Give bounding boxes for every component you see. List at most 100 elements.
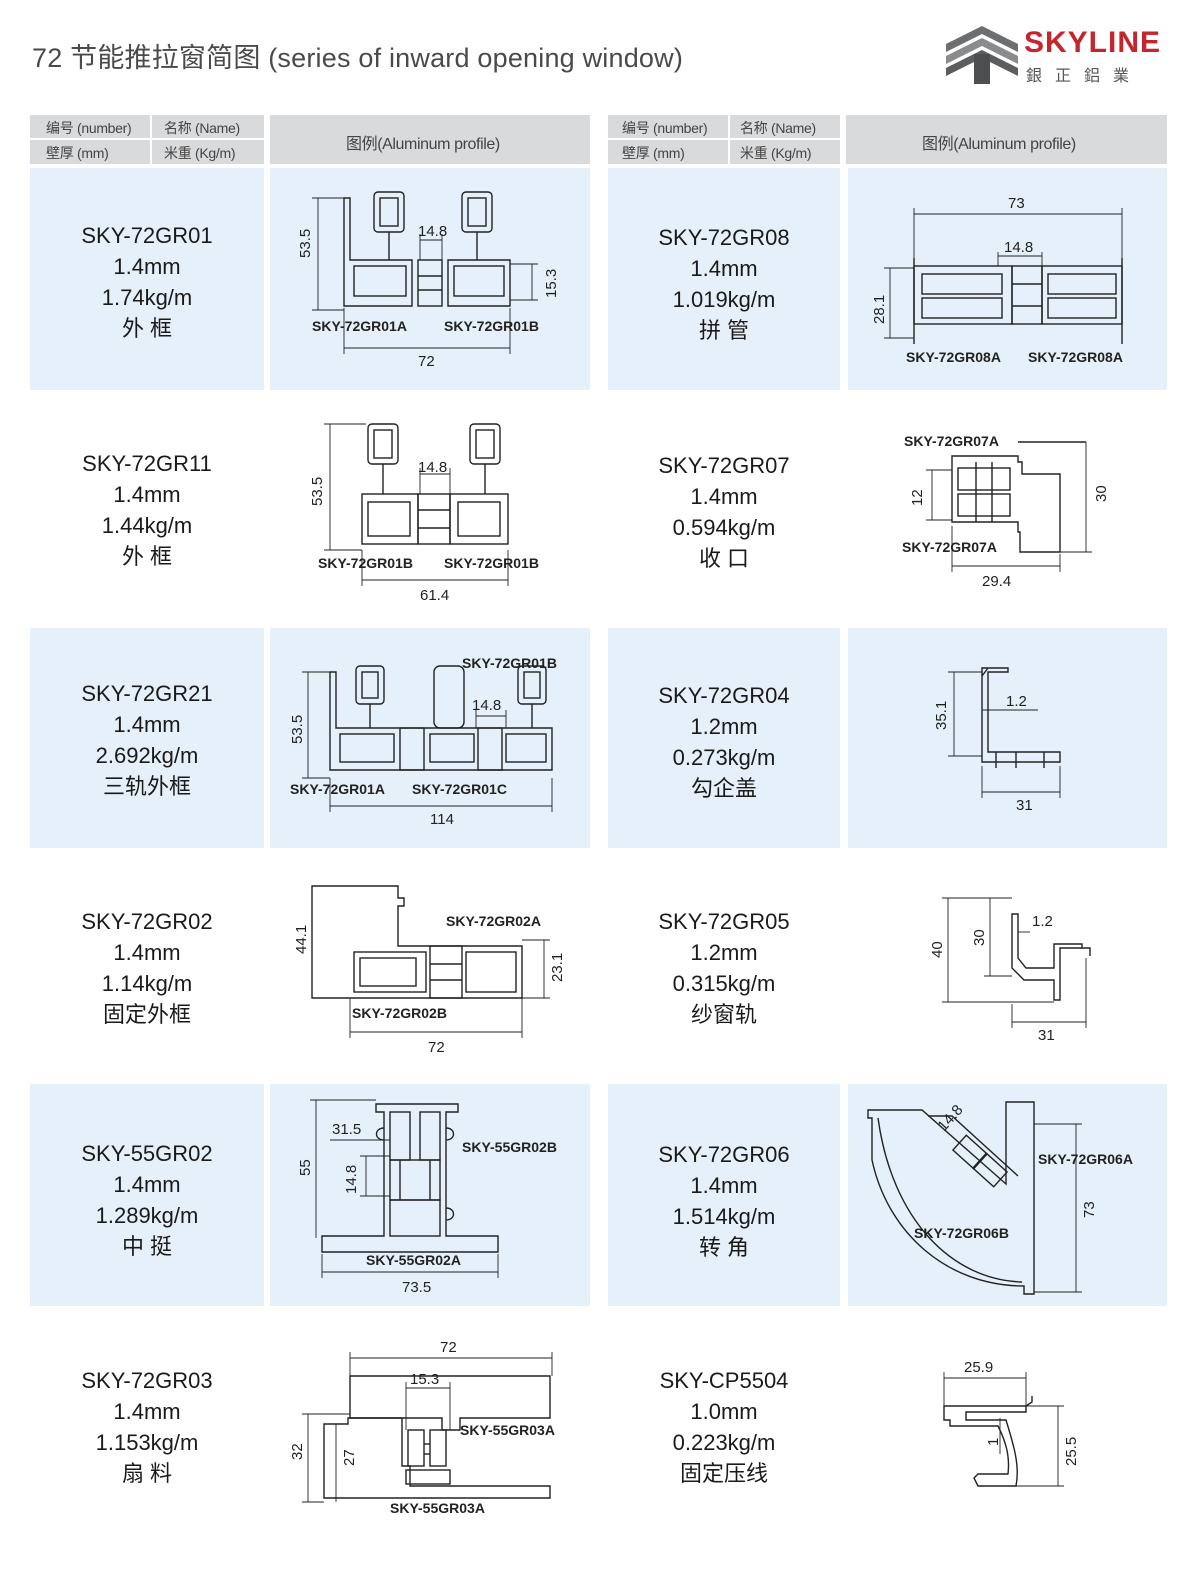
dim-label: 31 (1038, 1027, 1055, 1044)
product-thickness: 1.4mm (113, 940, 181, 965)
product-thickness: 1.2mm (690, 714, 758, 739)
part-label: SKY-72GR01B (444, 318, 539, 334)
dim-label: 29.4 (982, 573, 1011, 590)
product-weight: 1.289kg/m (95, 1203, 199, 1228)
product-name: 收 口 (698, 546, 750, 571)
dim-label: 35.1 (933, 701, 950, 730)
dim-label: 73 (1008, 195, 1025, 212)
dim-label: 40 (929, 941, 946, 958)
profile-diagram: 14.8 73 SKY-72GR06A SKY-72GR06B (848, 1084, 1167, 1306)
product-name: 外 框 (121, 544, 173, 569)
header-weight-2: 米重 (Kg/m) (740, 145, 812, 161)
dim-label: 25.5 (1063, 1437, 1080, 1466)
product-code: SKY-72GR06 (658, 1142, 790, 1167)
dim-label: 15.3 (410, 1371, 439, 1388)
dim-label: 73 (1081, 1201, 1098, 1218)
product-weight: 0.594kg/m (672, 515, 776, 540)
product-info: SKY-72GR07 1.4mm 0.594kg/m 收 口 (608, 450, 840, 574)
product-info: SKY-72GR06 1.4mm 1.514kg/m 转 角 (608, 1139, 840, 1263)
product-thickness: 1.2mm (690, 940, 758, 965)
dim-label: 12 (909, 489, 926, 506)
dim-label: 30 (971, 929, 988, 946)
header-weight: 米重 (Kg/m) (164, 145, 236, 161)
product-weight: 1.153kg/m (95, 1430, 199, 1455)
dim-label: 32 (289, 1443, 306, 1460)
brand-name: SKYLINE (1024, 26, 1162, 59)
product-name: 转 角 (698, 1235, 750, 1260)
header-number: 编号 (number) (46, 120, 132, 136)
product-info: SKY-72GR02 1.4mm 1.14kg/m 固定外框 (30, 906, 264, 1030)
product-name: 纱窗轨 (690, 1002, 757, 1027)
part-label: SKY-72GR08A (1028, 349, 1123, 365)
profile-diagram: 44.1 23.1 72 SKY-72GR02A SKY-72GR02B (270, 848, 590, 1084)
part-label: SKY-72GR01B (462, 655, 557, 671)
header-number-2: 编号 (number) (622, 120, 708, 136)
dim-label: 14.8 (472, 697, 501, 714)
product-weight: 1.019kg/m (672, 287, 776, 312)
dim-label: 53.5 (297, 229, 314, 258)
profile-diagram: 72 15.3 32 27 SKY-55GR03A SKY-55GR03A (270, 1326, 590, 1526)
product-name: 中 挺 (121, 1234, 173, 1259)
product-code: SKY-72GR02 (81, 909, 213, 934)
part-label: SKY-72GR06A (1038, 1151, 1133, 1167)
dim-label: 72 (428, 1039, 445, 1056)
header-name-2: 名称 (Name) (740, 120, 816, 136)
header-diagram: 图例(Aluminum profile) (346, 136, 500, 153)
product-info: SKY-55GR02 1.4mm 1.289kg/m 中 挺 (30, 1138, 264, 1262)
part-label: SKY-55GR02A (366, 1252, 461, 1268)
part-label: SKY-55GR02B (462, 1139, 557, 1155)
product-code: SKY-CP5504 (659, 1368, 789, 1393)
product-thickness: 1.4mm (113, 1399, 181, 1424)
product-weight: 1.514kg/m (672, 1204, 776, 1229)
product-thickness: 1.4mm (690, 484, 758, 509)
product-code: SKY-55GR02 (81, 1141, 213, 1166)
part-label: SKY-72GR01A (290, 781, 385, 797)
part-label: SKY-72GR08A (906, 349, 1001, 365)
product-name: 勾企盖 (690, 776, 757, 801)
dim-label: 44.1 (293, 925, 310, 954)
product-name: 外 框 (121, 316, 173, 341)
part-label: SKY-55GR03A (390, 1500, 485, 1516)
product-code: SKY-72GR11 (82, 451, 212, 476)
skyline-logo-mark-icon (946, 26, 1018, 84)
profile-diagram: 40 30 1.2 31 (848, 848, 1167, 1084)
profile-diagram: 53.5 14.8 114 SKY-72GR01B SKY-72GR01A SK… (270, 628, 590, 848)
dim-label: 53.5 (289, 715, 306, 744)
part-label: SKY-55GR03A (460, 1422, 555, 1438)
dim-label: 14.8 (418, 223, 447, 240)
profile-diagram: 73 14.8 28.1 SKY-72GR08A SKY-72GR08A (848, 168, 1167, 390)
dim-label: 28.1 (871, 295, 888, 324)
part-label: SKY-72GR06B (914, 1225, 1009, 1241)
product-weight: 1.44kg/m (101, 513, 193, 538)
product-code: SKY-72GR01 (81, 223, 213, 248)
profile-diagram: 25.9 1 25.5 (848, 1326, 1167, 1526)
dim-label: 25.9 (964, 1359, 993, 1376)
dim-label: 61.4 (420, 587, 449, 604)
product-thickness: 1.0mm (690, 1399, 758, 1424)
part-label: SKY-72GR02A (446, 913, 541, 929)
dim-label: 1.2 (1032, 913, 1053, 930)
product-weight: 0.273kg/m (672, 745, 776, 770)
product-info: SKY-72GR03 1.4mm 1.153kg/m 扇 料 (30, 1365, 264, 1489)
product-weight: 1.14kg/m (101, 971, 193, 996)
product-name: 三轨外框 (102, 774, 191, 799)
dim-label: 14.8 (1004, 239, 1033, 256)
part-label: SKY-72GR07A (904, 433, 999, 449)
product-info: SKY-72GR05 1.2mm 0.315kg/m 纱窗轨 (608, 906, 840, 1030)
part-label: SKY-72GR01B (444, 555, 539, 571)
product-code: SKY-72GR03 (81, 1368, 213, 1393)
product-name: 固定外框 (102, 1002, 191, 1027)
product-info: SKY-CP5504 1.0mm 0.223kg/m 固定压线 (608, 1365, 840, 1489)
profile-diagram: 53.5 14.8 15.3 72 SKY-72GR01A SKY-72GR01… (270, 168, 590, 390)
product-info: SKY-72GR11 1.4mm 1.44kg/m 外 框 (30, 448, 264, 572)
product-code: SKY-72GR07 (658, 453, 790, 478)
part-label: SKY-72GR01C (412, 781, 507, 797)
part-label: SKY-72GR01B (318, 555, 413, 571)
header-thickness: 壁厚 (mm) (46, 145, 109, 161)
dim-label: 55 (297, 1159, 314, 1176)
header-name: 名称 (Name) (164, 120, 240, 136)
dim-label: 1 (985, 1438, 1002, 1446)
product-info: SKY-72GR21 1.4mm 2.692kg/m 三轨外框 (30, 678, 264, 802)
part-label: SKY-72GR02B (352, 1005, 447, 1021)
product-name: 拼 管 (698, 318, 750, 343)
